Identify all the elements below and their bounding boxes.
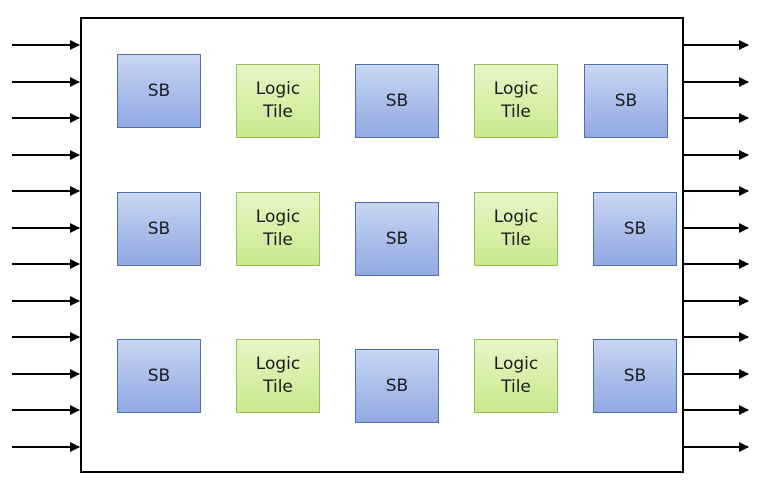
switch-box-r2-c2: SB [355,202,439,276]
input-arrows [12,40,80,452]
logic-tile-r3-c2: Logic Tile [474,339,558,413]
switch-box-r1-c2: SB [355,64,439,138]
switch-box-r3-c3: SB [593,339,677,413]
switch-box-r2-c3: SB [593,192,677,266]
logic-tile-r2-c1: Logic Tile [236,192,320,266]
logic-tile-r2-c2: Logic Tile [474,192,558,266]
logic-tile-r1-c2: Logic Tile [474,64,558,138]
switch-box-r3-c2: SB [355,349,439,423]
switch-box-r2-c1: SB [117,192,201,266]
logic-tile-r3-c1: Logic Tile [236,339,320,413]
logic-tile-r1-c1: Logic Tile [236,64,320,138]
switch-box-r3-c1: SB [117,339,201,413]
switch-box-r1-c3: SB [584,64,668,138]
switch-box-r1-c1: SB [117,54,201,128]
output-arrows [684,40,749,452]
